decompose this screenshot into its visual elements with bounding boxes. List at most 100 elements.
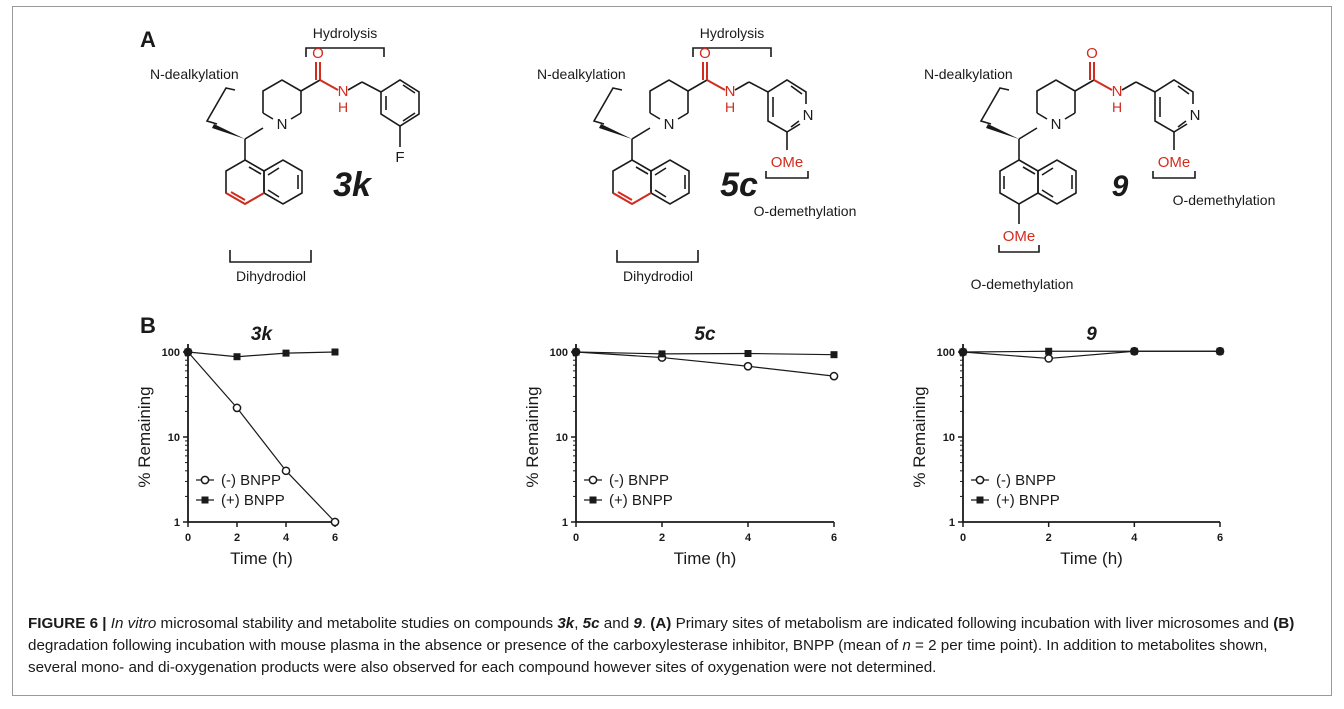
series-line [962,350,1220,360]
legend-label: (-) BNPP [996,472,1056,489]
9-h: H [1112,99,1122,115]
data-point-minus-bnpp [829,371,839,381]
legend-label: (-) BNPP [609,472,669,489]
structure-9: N O N H N OMe OMe N-dealkylation O-demet… [924,45,1275,292]
caption-b: (B) [1273,615,1295,632]
data-point-plus-bnpp [1216,347,1224,355]
legend-marker [588,475,598,485]
5c-n-dealkylation: N-dealkylation [537,66,626,82]
y-tick-label: 1 [562,517,568,529]
data-point-minus-bnpp [330,517,340,527]
5c-ome: OMe [771,154,804,171]
5c-h: H [725,99,735,115]
caption-in-vitro: In vitro [110,615,157,632]
figure-caption: FIGURE 6 | In vitro microsomal stability… [28,613,1318,679]
y-tick-label: 10 [168,432,180,444]
9-ome: OMe [1158,154,1191,171]
panel-a-label: A [140,27,156,52]
data-point-plus-bnpp [184,348,192,356]
x-tick-label: 6 [831,532,837,544]
caption-text3: Primary sites of metabolism are indicate… [671,615,1274,632]
series-line [187,351,336,358]
structure-3k: N O N H F N-dealkylation Hydrolysis Dihy… [150,25,420,284]
chart-title: 3k [251,324,274,345]
caption-sep2: and [599,615,634,632]
5c-o-demethylation: O-demethylation [754,203,857,219]
data-point-plus-bnpp [1045,347,1053,355]
9-compound-label: 9 [1112,170,1129,203]
data-point-minus-bnpp [281,466,291,476]
data-point-minus-bnpp [743,361,753,371]
3k-hydrolysis: Hydrolysis [313,25,378,41]
5c-o: O [699,45,711,62]
data-point-plus-bnpp [282,349,290,357]
x-axis-label: Time (h) [230,549,293,568]
caption-text4: degradation following incubation with mo… [28,637,903,654]
data-point-plus-bnpp [744,350,752,358]
data-point-plus-bnpp [959,348,967,356]
y-tick-label: 100 [162,347,180,359]
caption-n: n [902,637,911,654]
structure-5c: N O N H N OMe N-dealkylation Hydrolysis … [537,25,856,284]
y-tick-label: 10 [943,432,955,444]
x-tick-label: 2 [1046,532,1052,544]
series-line [575,351,835,356]
data-point-plus-bnpp [1130,347,1138,355]
9-n-dealkylation: N-dealkylation [924,66,1013,82]
y-axis-label: % Remaining [523,386,542,487]
series-line [187,351,336,523]
3k-o: O [312,45,324,62]
data-point-plus-bnpp [331,348,339,356]
structures-panel: A B [140,25,1275,338]
5c-hydrolysis: Hydrolysis [700,25,765,41]
5c-compound-label: 5c [720,166,758,204]
9-pip-n: N [1051,116,1062,133]
5c-pyridine-n: N [803,107,814,124]
data-point-plus-bnpp [233,353,241,361]
x-tick-label: 4 [745,532,752,544]
3k-dihydrodiol: Dihydrodiol [236,268,306,284]
9-o-demethylation: O-demethylation [1173,192,1276,208]
legend-label: (-) BNPP [221,472,281,489]
series-line [575,351,835,377]
caption-label: FIGURE 6 | [28,615,107,632]
3k-f: F [395,149,404,166]
x-tick-label: 0 [185,532,191,544]
x-tick-label: 6 [332,532,338,544]
y-tick-label: 1 [949,517,955,529]
3k-n-dealkylation: N-dealkylation [150,66,239,82]
5c-amide-n: N [725,83,736,100]
legend-label: (+) BNPP [996,492,1060,509]
legend-marker [200,475,210,485]
y-axis-label: % Remaining [910,386,929,487]
3k-h: H [338,99,348,115]
caption-c1: 3k [557,615,575,632]
chart-title: 5c [694,324,716,345]
legend-label: (+) BNPP [221,492,285,509]
caption-a: (A) [650,615,672,632]
legend-marker [976,496,984,504]
caption-c2: 5c [582,615,600,632]
legend-label: (+) BNPP [609,492,673,509]
x-tick-label: 6 [1217,532,1223,544]
caption-text5: = 2 per time point). In addition to meta… [28,637,1268,676]
panel-b-label: B [140,313,156,338]
legend-marker [975,475,985,485]
9-o: O [1086,45,1098,62]
y-tick-label: 10 [556,432,568,444]
x-tick-label: 2 [659,532,665,544]
y-tick-label: 100 [550,347,568,359]
chart-title: 9 [1086,324,1097,345]
data-point-minus-bnpp [232,403,242,413]
9-o-demethylation-naph: O-demethylation [971,276,1074,292]
x-tick-label: 4 [1131,532,1138,544]
9-pyridine-n: N [1190,107,1201,124]
data-point-minus-bnpp [1044,354,1054,363]
x-tick-label: 0 [960,532,966,544]
x-tick-label: 2 [234,532,240,544]
3k-amide-n: N [338,83,349,100]
y-axis-label: % Remaining [135,386,154,487]
